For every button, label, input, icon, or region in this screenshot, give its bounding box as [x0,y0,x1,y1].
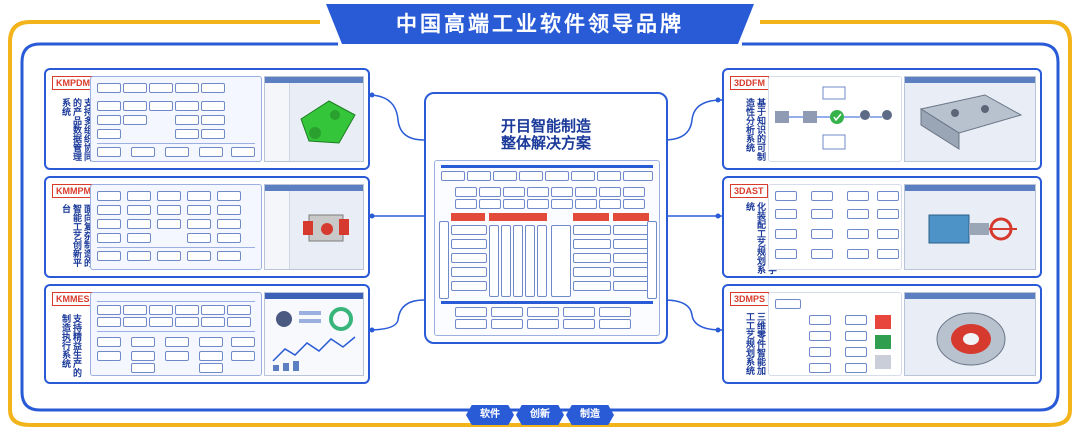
kmmes-panel: KMMES 支持精益生产的制造执行系统 [44,284,370,384]
center-title-line2: 整体解决方案 [500,135,591,152]
engine-model-icon [303,214,349,242]
3dast-panel: 3DAST 机电混合产品数字化装配工艺规划系统 [722,176,1042,278]
workflow-icon [775,86,892,150]
kmmes-badge: KMMES [52,292,94,306]
3dmps-panel: 3DMPS 三维零件智能加工工艺规划系统 [722,284,1042,384]
kmmes-dashboard-screenshot [264,292,364,376]
3ddfm-panel: 3DDFM 基于知识的可制造性分析系统 [722,68,1042,170]
kmmpm-panel: KMMPM 面向复杂制造的智能工艺创新平台 [44,176,370,278]
kmpdm-software-screenshot [264,76,364,162]
3dast-software-screenshot [904,184,1036,270]
center-solution-panel: 开目智能制造 整体解决方案 [424,92,668,344]
kmmpm-software-screenshot [264,184,364,270]
3dmps-badge: 3DMPS [730,292,770,306]
kmpdm-badge: KMPDM [52,76,94,90]
3dast-badge: 3DAST [730,184,768,198]
kmmpm-architecture-diagram [90,184,262,270]
kmmes-architecture-diagram [90,292,262,376]
motor-assembly-icon [928,214,1017,244]
kmpdm-label: 支持多组织协同的产品数据管理系统 [61,98,93,161]
kmmpm-badge: KMMPM [52,184,95,198]
dashboard-charts-icon [272,307,356,371]
bottom-tab-software: 软件 [466,405,514,425]
3ddfm-software-screenshot [904,76,1036,162]
3ddfm-badge: 3DDFM [730,76,769,90]
3dmps-software-screenshot [904,292,1036,376]
center-architecture-diagram [434,160,660,336]
center-title: 开目智能制造 整体解决方案 [426,118,666,152]
kmpdm-architecture-diagram [90,76,262,162]
3dast-workflow-diagram [768,184,902,270]
bottom-tab-innovation: 创新 [516,405,564,425]
3ddfm-label: 基于知识的可制造性分析系统 [745,98,766,161]
page-title: 中国高端工业软件领导品牌 [396,13,684,36]
3dmps-label: 三维零件智能加工工艺规划系统 [745,312,766,375]
3dmps-workflow-diagram [768,292,902,376]
center-title-line1: 开目智能制造 [500,118,591,135]
gearbox-model-icon [300,100,356,144]
bottom-tab-manufacturing: 制造 [566,405,614,425]
document-icons [875,315,891,369]
sheet-metal-model-icon [919,94,1023,150]
machined-part-icon [936,312,1006,366]
kmpdm-panel: KMPDM 支持多组织协同的产品数据管理系统 [44,68,370,170]
kmmpm-label: 面向复杂制造的智能工艺创新平台 [61,204,93,267]
3ddfm-workflow-diagram [768,76,902,162]
kmmes-label: 支持精益生产的制造执行系统 [61,314,82,377]
